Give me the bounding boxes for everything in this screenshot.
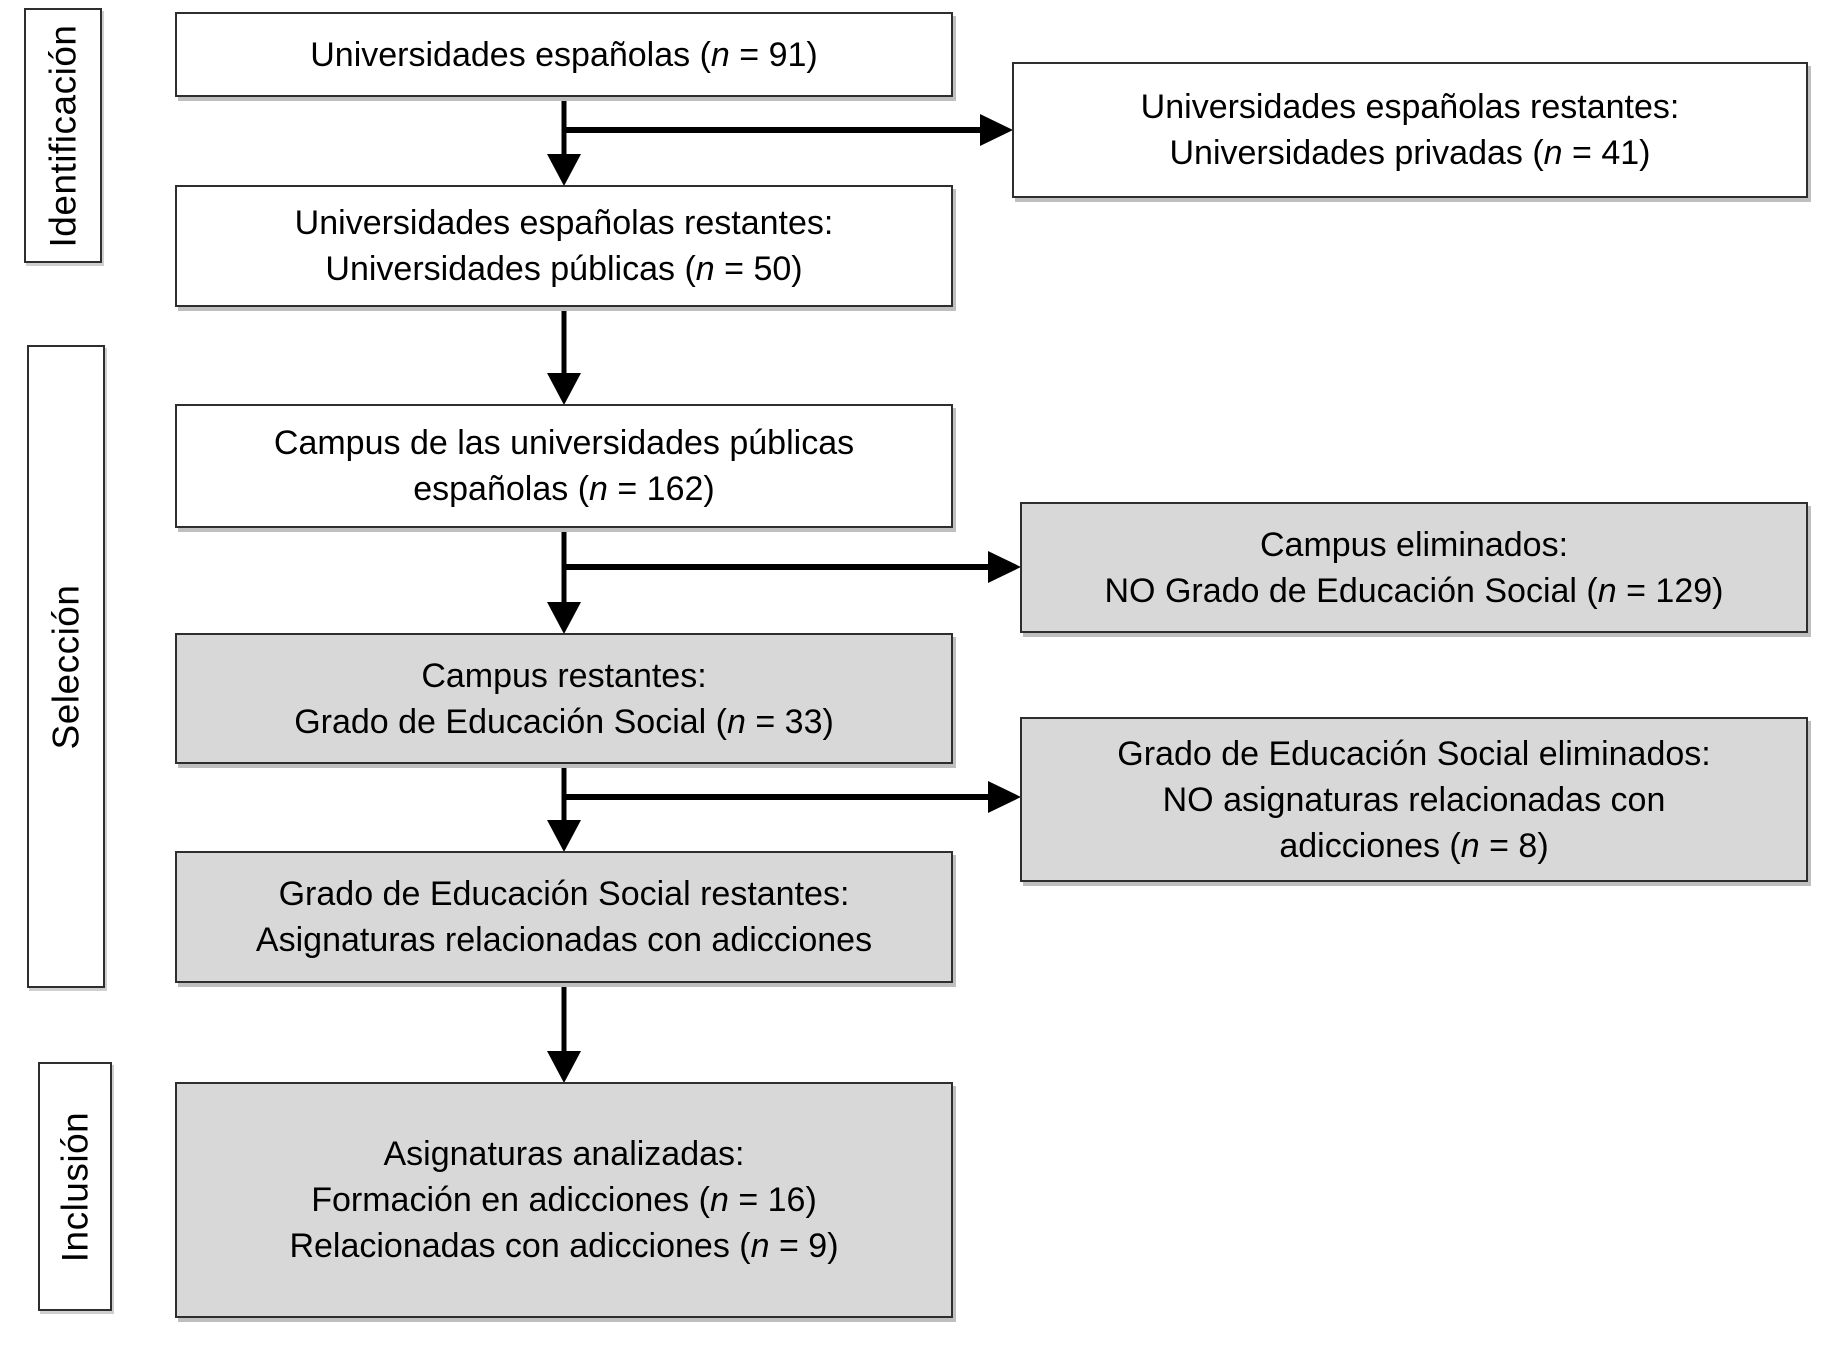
box-text-line: Universidades españolas restantes:	[1140, 88, 1680, 126]
box-text-line: NO asignaturas relacionadas con	[1162, 780, 1666, 819]
box-asignaturas-analizadas: Asignaturas analizadas: Formación en adi…	[175, 1082, 953, 1318]
box-text-line: Asignaturas relacionadas con adicciones	[255, 921, 873, 959]
arrow-branch-to-grado-eliminados	[562, 781, 1021, 813]
stage-label-text: Selección	[45, 584, 86, 749]
box-universidades-publicas: Universidades españolas restantes: Unive…	[175, 185, 953, 307]
box-text-line: Universidades privadas (n = 41)	[1169, 134, 1651, 172]
box-universidades-espanolas: Universidades españolas (n = 91)	[175, 12, 953, 97]
arrow-branch-to-privadas	[562, 114, 1013, 146]
box-text-line: adicciones (n = 8)	[1279, 826, 1549, 865]
box-text-line: Grado de Educación Social (n = 33)	[294, 702, 834, 741]
box-text-line: Universidades públicas (n = 50)	[325, 250, 803, 288]
stage-label-text: Identificación	[42, 24, 83, 247]
box-campus-restantes: Campus restantes: Grado de Educación Soc…	[175, 633, 953, 764]
box-text-line: Campus restantes:	[421, 656, 707, 695]
arrow-espanolas-to-publicas	[547, 97, 581, 186]
box-grado-eliminados: Grado de Educación Social eliminados: NO…	[1020, 717, 1808, 882]
stage-label-seleccion: Selección	[27, 345, 105, 988]
arrow-campus-to-restantes	[547, 528, 581, 634]
box-text-line: Grado de Educación Social eliminados:	[1117, 734, 1711, 773]
box-text-line: NO Grado de Educación Social (n = 129)	[1104, 571, 1724, 610]
box-text-line: Campus eliminados:	[1259, 525, 1569, 564]
box-text-line: españolas (n = 162)	[413, 470, 715, 508]
box-text-line: Formación en adicciones (n = 16)	[311, 1181, 817, 1219]
arrow-grado-to-analizadas	[547, 983, 581, 1083]
arrow-restantes-to-grado	[547, 764, 581, 852]
box-text-line: Relacionadas con adicciones (n = 9)	[289, 1227, 839, 1265]
stage-label-inclusion: Inclusión	[38, 1062, 112, 1311]
box-text-line: Grado de Educación Social restantes:	[278, 875, 850, 913]
arrow-publicas-to-campus	[547, 307, 581, 405]
box-text-line: Universidades españolas (n = 91)	[310, 35, 818, 74]
stage-label-text: Inclusión	[54, 1111, 95, 1262]
box-text-line: Campus de las universidades públicas	[273, 424, 855, 462]
box-text-line: Asignaturas analizadas:	[383, 1135, 745, 1173]
box-text-line: Universidades españolas restantes:	[294, 204, 834, 242]
box-grado-restantes: Grado de Educación Social restantes: Asi…	[175, 851, 953, 983]
stage-label-identificacion: Identificación	[24, 8, 102, 263]
box-campus-eliminados: Campus eliminados: NO Grado de Educación…	[1020, 502, 1808, 633]
arrow-branch-to-campus-eliminados	[562, 551, 1021, 583]
box-universidades-privadas: Universidades españolas restantes: Unive…	[1012, 62, 1808, 198]
box-campus-publicas: Campus de las universidades públicas esp…	[175, 404, 953, 528]
